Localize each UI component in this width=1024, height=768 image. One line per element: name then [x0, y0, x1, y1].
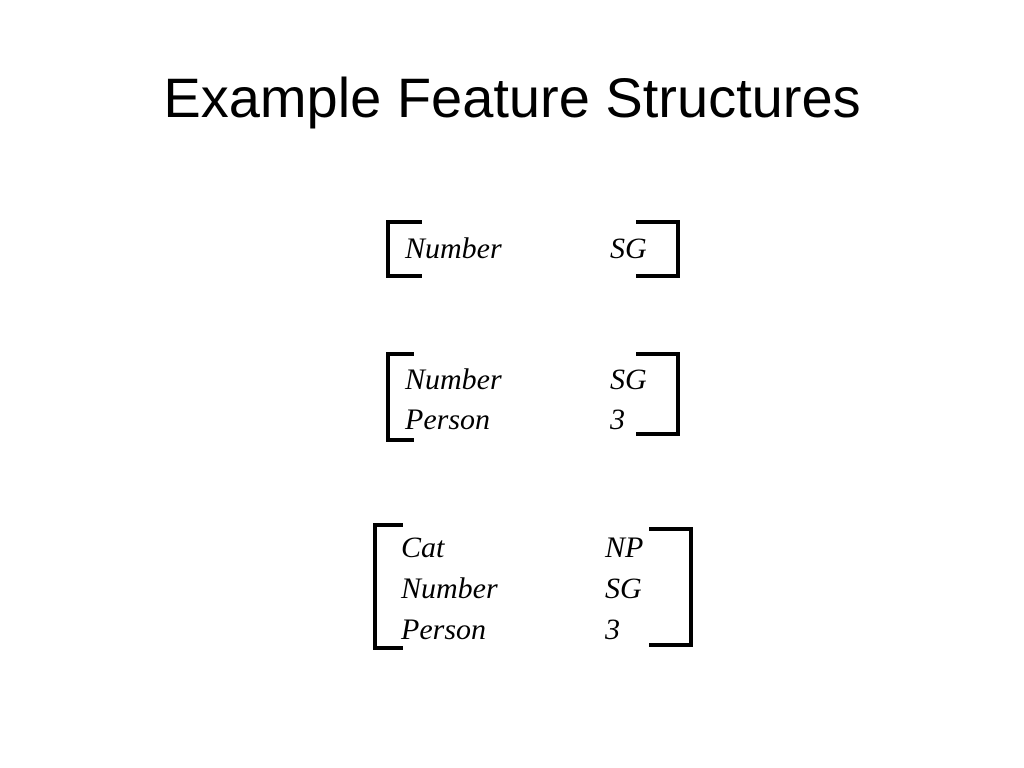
left-bracket: [386, 220, 422, 278]
feature-row: Person 3: [401, 610, 681, 650]
feature-name: Number: [405, 232, 502, 265]
feature-value: NP: [605, 531, 644, 564]
feature-value: SG: [605, 572, 642, 605]
feature-value: SG: [610, 363, 647, 396]
slide-title: Example Feature Structures: [163, 66, 861, 129]
feature-name: Cat: [401, 531, 445, 564]
feature-structure-1: Number SG: [386, 220, 680, 278]
feature-name: Number: [401, 572, 498, 605]
feature-value: 3: [610, 403, 625, 436]
right-bracket: [636, 220, 680, 278]
feature-name: Number: [405, 363, 502, 396]
feature-row: Number SG: [405, 229, 665, 269]
feature-row: Person 3: [405, 400, 665, 440]
feature-structure-3: Cat NP Number SG Person 3: [373, 523, 693, 650]
feature-name: Person: [401, 613, 486, 646]
feature-name: Person: [405, 403, 490, 436]
feature-row: Number SG: [401, 569, 681, 609]
feature-row: Number SG: [405, 360, 665, 400]
left-bracket: [373, 523, 403, 650]
feature-structure-2: Number SG Person 3: [386, 352, 680, 442]
feature-value: SG: [610, 232, 647, 265]
feature-value: 3: [605, 613, 620, 646]
right-bracket: [636, 352, 680, 436]
left-bracket: [386, 352, 414, 442]
right-bracket: [649, 527, 693, 647]
feature-row: Cat NP: [401, 528, 681, 568]
